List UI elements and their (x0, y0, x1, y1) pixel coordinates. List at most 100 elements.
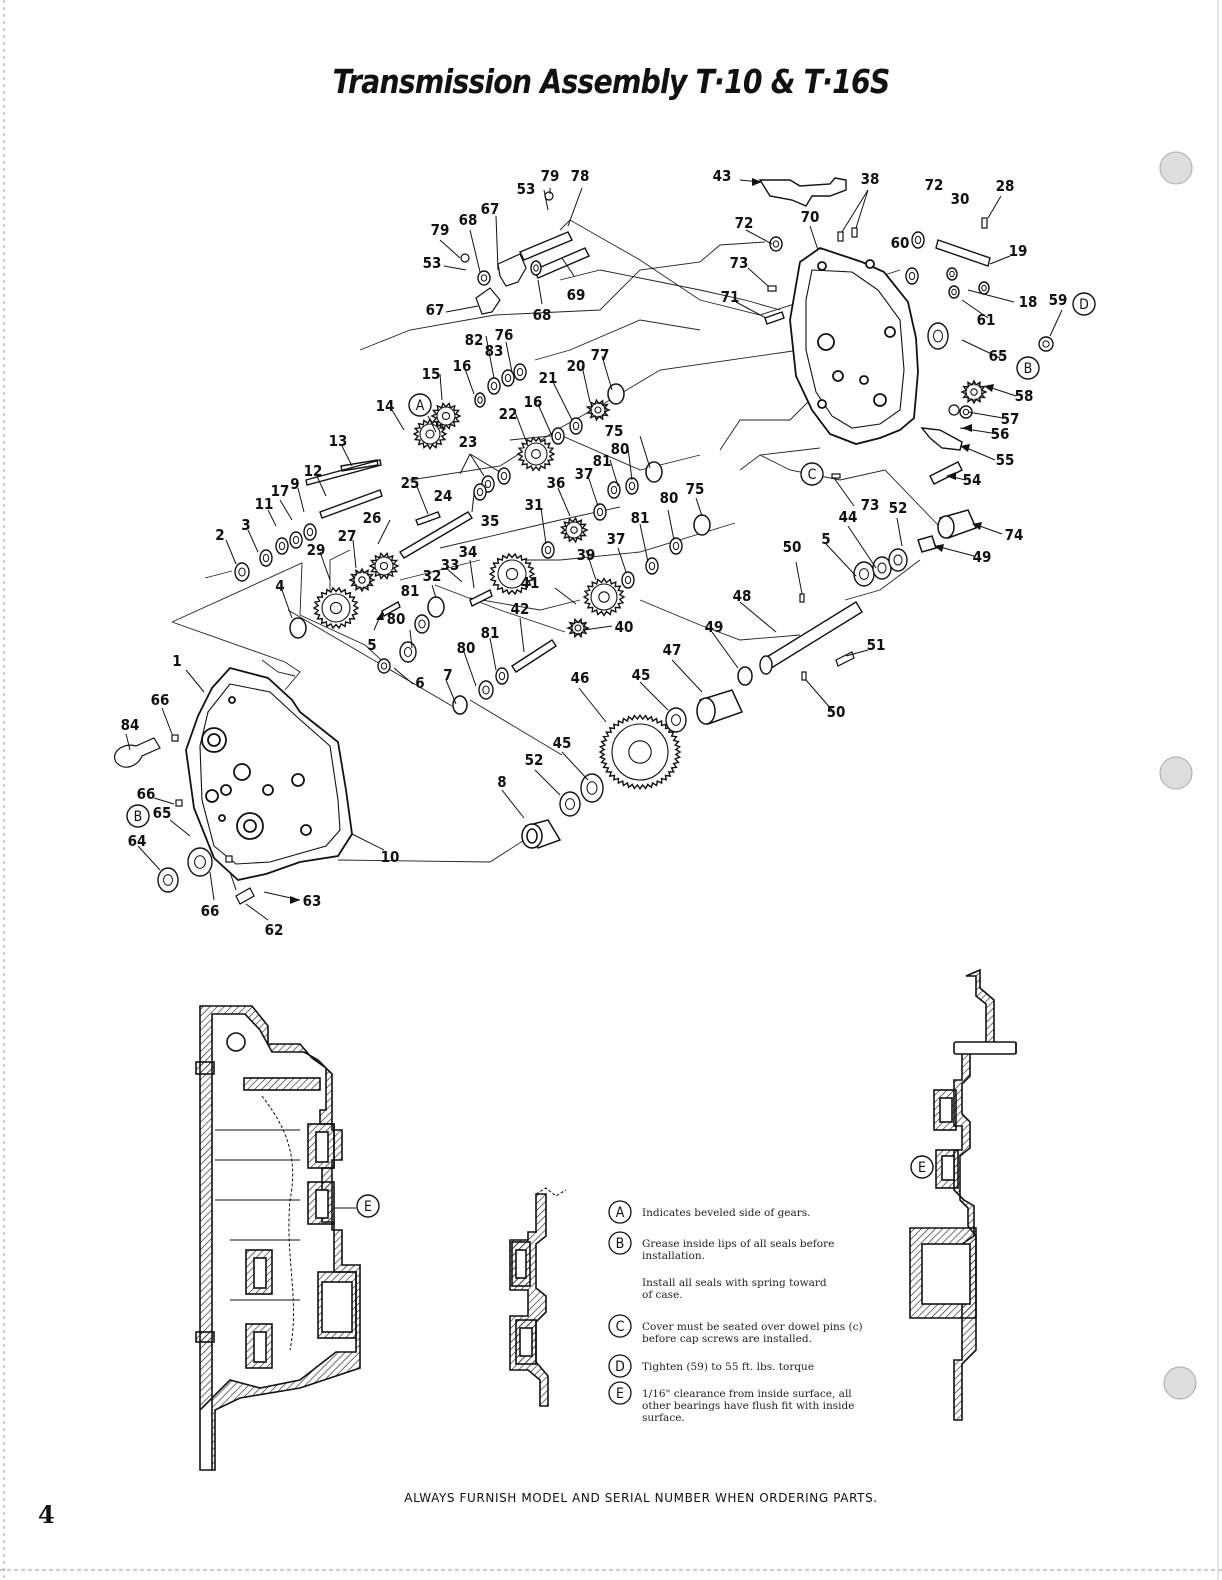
gear-hub (611, 723, 669, 781)
washer-hole (500, 471, 508, 481)
washer-hole (238, 567, 246, 577)
callout-number: 57 (1001, 410, 1020, 428)
callout-number: 81 (631, 509, 650, 527)
gear-bore (574, 624, 582, 632)
washer (593, 503, 607, 521)
callout-number: 16 (453, 357, 472, 375)
callout-number: 13 (329, 432, 348, 450)
ordering-footer: ALWAYS FURNISH MODEL AND SERIAL NUMBER W… (404, 1491, 878, 1505)
gear-hub (965, 383, 983, 401)
callout-number: 29 (307, 541, 326, 559)
washer-hole (482, 685, 490, 695)
washer (303, 523, 317, 541)
callout-number: 44 (839, 508, 858, 526)
gear-bore (505, 567, 519, 581)
washer (275, 537, 289, 555)
washer (478, 680, 494, 700)
callout-number: 14 (376, 397, 395, 415)
callout-number: 34 (459, 543, 478, 561)
callout-number: 10 (381, 848, 400, 866)
gear-bore (628, 740, 652, 764)
callout-number: 16 (524, 393, 543, 411)
washer-hole (163, 874, 173, 886)
washer (377, 658, 391, 674)
washer (645, 557, 659, 575)
callout-number: 73 (861, 496, 880, 514)
callout-number: 28 (996, 177, 1015, 195)
washer-hole (572, 421, 580, 431)
callout-number: 79 (431, 221, 450, 239)
callout-number: 72 (735, 214, 754, 232)
note-text: Grease inside lips of all seals before (642, 1238, 834, 1250)
callout-number: 50 (783, 538, 802, 556)
callout-number: 51 (867, 636, 886, 654)
washer (259, 549, 273, 567)
callout-number: 64 (128, 832, 147, 850)
callout-number: 80 (457, 639, 476, 657)
reference-letter: B (1024, 361, 1033, 377)
washer (959, 405, 973, 419)
callout-number: 7 (443, 666, 452, 684)
reference-letter: D (1079, 297, 1089, 313)
small-hardware (114, 191, 988, 905)
note-text: Tighten (59) to 55 ft. lbs. torque (642, 1361, 814, 1373)
callout-number: 76 (495, 326, 514, 344)
washer (473, 483, 487, 501)
washer (289, 531, 303, 549)
callout-number: 78 (571, 167, 590, 185)
note-text: before cap screws are installed. (642, 1333, 812, 1345)
washer-hole (476, 487, 484, 497)
washer-hole (380, 662, 388, 670)
washer (187, 847, 213, 877)
washer (495, 667, 509, 685)
washer-hole (1042, 340, 1050, 348)
washer (530, 260, 542, 276)
note-letter-circle (608, 1314, 632, 1338)
callout-number: 71 (721, 288, 740, 306)
callout-number: 26 (363, 509, 382, 527)
washer (551, 427, 565, 445)
reference-letter-circle (126, 804, 150, 828)
callout-number: 32 (423, 567, 442, 585)
callout-number: 83 (485, 342, 504, 360)
reference-letter: A (416, 398, 425, 414)
callout-number: 54 (963, 471, 982, 489)
callout-number: 81 (401, 582, 420, 600)
washer-hole (951, 288, 957, 296)
callout-number: 19 (1009, 242, 1028, 260)
gear-hub (374, 556, 394, 576)
reference-letter-circle (1016, 356, 1040, 380)
section-right (909, 968, 1017, 1421)
callout-number: 38 (861, 170, 880, 188)
note-letter-circle (608, 1231, 632, 1255)
washer-hole (949, 270, 955, 278)
gear-hub (497, 559, 527, 589)
callout-number: 52 (525, 751, 544, 769)
washer (978, 281, 990, 295)
note-letter: D (615, 1359, 625, 1375)
washer-hole (671, 714, 681, 726)
shafts (305, 177, 991, 675)
callout-number: 69 (567, 286, 586, 304)
washer-hole (484, 479, 492, 489)
callout-number: 73 (730, 254, 749, 272)
washer-hole (498, 671, 506, 681)
callout-number: 68 (533, 306, 552, 324)
reference-letter-circle (910, 1155, 934, 1179)
washer (669, 537, 683, 555)
callout-number: 43 (713, 167, 732, 185)
callout-number: 4 (275, 577, 284, 595)
note-letter: E (616, 1386, 624, 1402)
callout-number: 74 (1005, 526, 1024, 544)
callout-number: 45 (553, 734, 572, 752)
reference-letter-circle (356, 1194, 380, 1218)
note-letter: A (616, 1205, 625, 1221)
washer (157, 867, 179, 893)
cross-section-views (195, 968, 1017, 1471)
callout-number: 45 (632, 666, 651, 684)
callout-number: 5 (367, 636, 376, 654)
